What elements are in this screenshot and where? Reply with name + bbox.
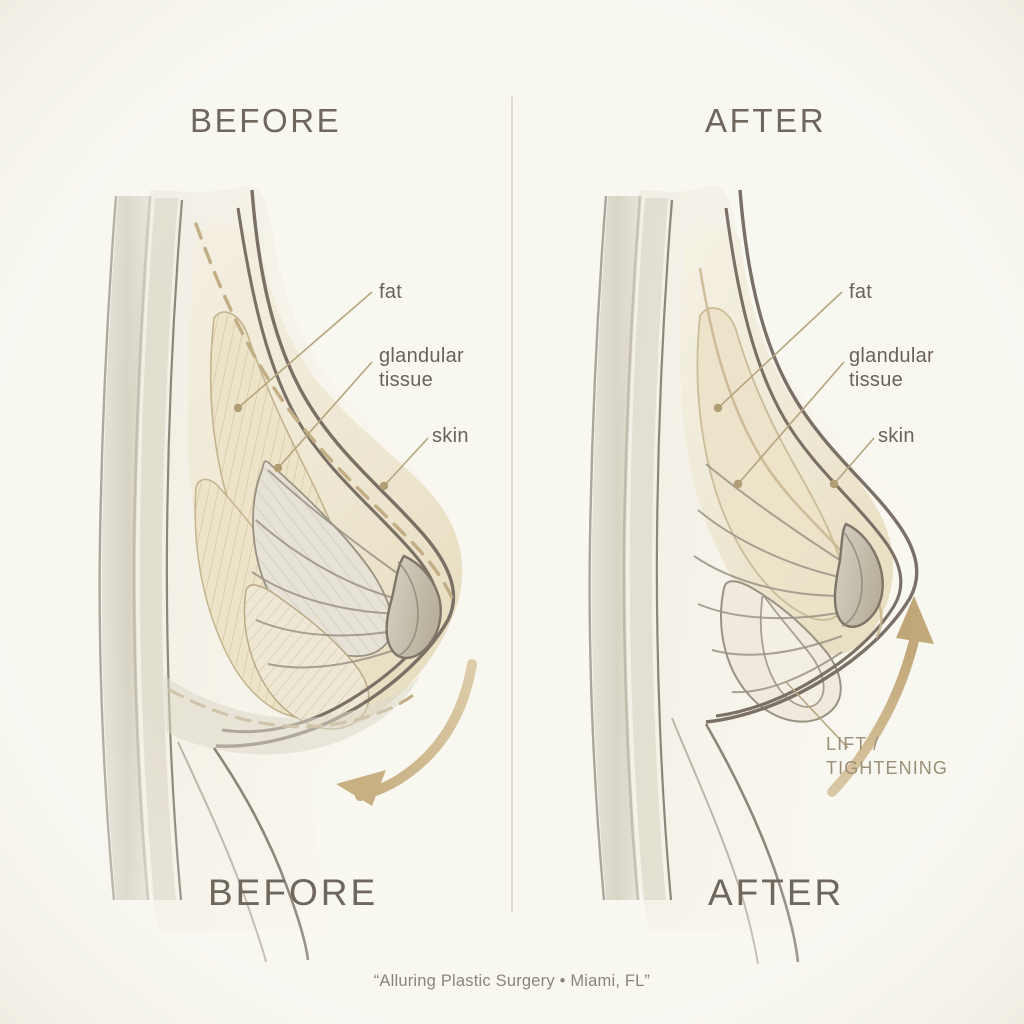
after-label-glandular-tissue: glandular tissue [849, 345, 934, 391]
after-label-fat: fat [849, 281, 873, 303]
after-title-bottom: AFTER [708, 872, 845, 913]
after-dot-skin [829, 479, 839, 489]
before-dot-gland [273, 463, 283, 473]
before-title-bottom: BEFORE [208, 872, 379, 913]
before-label-glandular-tissue: glandular tissue [379, 345, 464, 391]
after-dot-fat [713, 403, 723, 413]
before-dot-fat [233, 403, 243, 413]
after-label-skin: skin [878, 425, 915, 447]
after-title-top: AFTER [705, 102, 827, 139]
before-title-top: BEFORE [190, 102, 342, 139]
before-label-fat: fat [379, 281, 403, 303]
footer-caption: “Alluring Plastic Surgery • Miami, FL” [373, 972, 651, 990]
before-label-skin: skin [432, 425, 469, 447]
after-dot-gland [733, 479, 743, 489]
before-dot-skin [379, 481, 389, 491]
after-lift-tightening-label: LIFT / TIGHTENING [826, 734, 948, 778]
